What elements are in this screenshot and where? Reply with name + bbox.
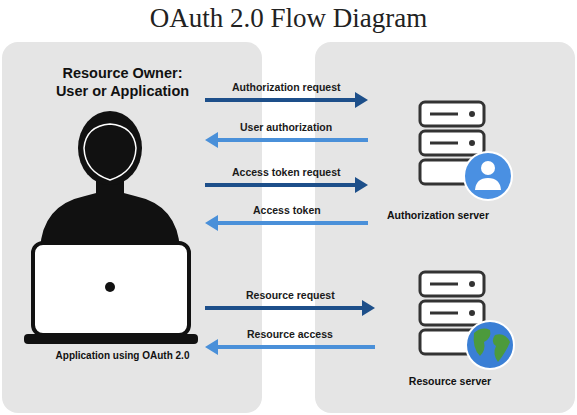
arrow-line (205, 183, 356, 187)
server-led (469, 310, 475, 316)
flow-arrow (205, 132, 368, 148)
arrow-label: Authorization request (232, 81, 341, 93)
person-head (78, 111, 142, 185)
person-figure (40, 111, 180, 250)
server-unit (420, 272, 484, 296)
user-badge-body (475, 178, 501, 190)
user-badge (464, 152, 512, 200)
laptop-screen (33, 243, 189, 335)
entity-node: Authorization server (368, 92, 508, 226)
arrow-label: Access token (253, 204, 321, 216)
arrow-label: Access token request (232, 166, 341, 178)
server-label: Resource server (409, 375, 491, 388)
left-panel (2, 42, 262, 413)
person-face (84, 124, 136, 180)
arrow-head (362, 300, 375, 316)
server-unit (420, 102, 484, 126)
globe-land (474, 329, 491, 356)
resource-server-icon (420, 272, 514, 369)
user-badge-head (481, 161, 495, 175)
laptop-logo (105, 282, 115, 292)
laptop (24, 243, 198, 344)
arrow-label: User authorization (240, 121, 332, 133)
server-led (469, 111, 475, 117)
arrow-line (217, 345, 375, 349)
flow-arrow (205, 177, 368, 193)
arrow-head (355, 92, 368, 108)
entity-node: Resource server (375, 262, 525, 392)
flow-arrow (205, 339, 375, 355)
flow-arrow (205, 92, 368, 108)
server-led (469, 140, 475, 146)
globe (466, 321, 514, 369)
flow-arrow (205, 215, 368, 231)
laptop-base (24, 334, 198, 344)
flow-arrow (205, 300, 375, 316)
owner-heading: Resource Owner: User or Application (48, 64, 198, 100)
application-label: Application using OAuth 2.0 (56, 350, 190, 362)
arrow-line (205, 306, 363, 310)
server-unit (420, 301, 484, 325)
server-slot (430, 283, 458, 286)
arrow-head (205, 132, 218, 148)
arrow-head (205, 215, 218, 231)
server-led (469, 281, 475, 287)
arrow-line (217, 138, 368, 142)
right-panel (315, 42, 575, 413)
server-slot (430, 312, 458, 315)
globe-land (493, 334, 510, 362)
diagram-title: OAuth 2.0 Flow Diagram (0, 3, 577, 34)
entity-node: Resource Owner: User or ApplicationAppli… (40, 58, 205, 376)
arrow-line (205, 98, 356, 102)
server-slot (430, 142, 458, 145)
arrow-label: Resource access (247, 328, 333, 340)
arrow-head (205, 339, 218, 355)
server-label: Authorization server (387, 209, 489, 222)
arrow-line (217, 221, 368, 225)
arrow-head (355, 177, 368, 193)
authorization-server-icon (420, 102, 512, 200)
arrow-label: Resource request (246, 289, 335, 301)
server-unit (420, 131, 484, 155)
server-slot (430, 113, 458, 116)
